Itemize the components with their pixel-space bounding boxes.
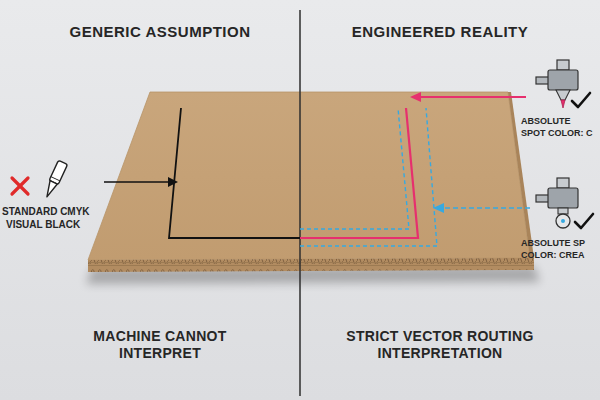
section-heading: GENERIC ASSUMPTION — [60, 23, 260, 41]
section-caption: MACHINE CANNOT INTERPRET — [80, 328, 240, 362]
pointer-arrow — [420, 96, 526, 98]
cut-line — [300, 108, 418, 238]
divider-line — [299, 10, 301, 396]
reject-mark — [12, 178, 28, 194]
check-mark — [572, 93, 590, 107]
callout-text: VISUAL BLACK — [6, 219, 116, 231]
knife-icon — [42, 160, 67, 199]
callout-text: ABSOLUTE SP — [521, 238, 597, 249]
arrow-head — [410, 92, 421, 102]
section-caption: STRICT VECTOR ROUTING INTERPRETATION — [335, 328, 545, 362]
pointer-arrow — [104, 181, 170, 183]
arrow-head — [433, 203, 444, 213]
black-cut-line — [169, 108, 300, 238]
corrugated-edge — [88, 258, 534, 272]
crease-line — [300, 108, 409, 229]
section-heading: ENGINEERED REALITY — [340, 23, 540, 41]
callout-text: COLOR: CREA — [521, 250, 597, 261]
cardboard-sheet — [88, 92, 530, 260]
crease-line — [300, 108, 437, 246]
callout-text: STANDARD CMYK — [2, 206, 112, 218]
callout-text: ABSOLUTE — [521, 116, 597, 127]
check-mark — [575, 214, 593, 228]
arrow-head — [168, 177, 178, 187]
crease-tool-icon — [536, 178, 578, 228]
callout-text: SPOT COLOR: C — [521, 128, 597, 139]
pointer-arrow — [443, 207, 530, 209]
